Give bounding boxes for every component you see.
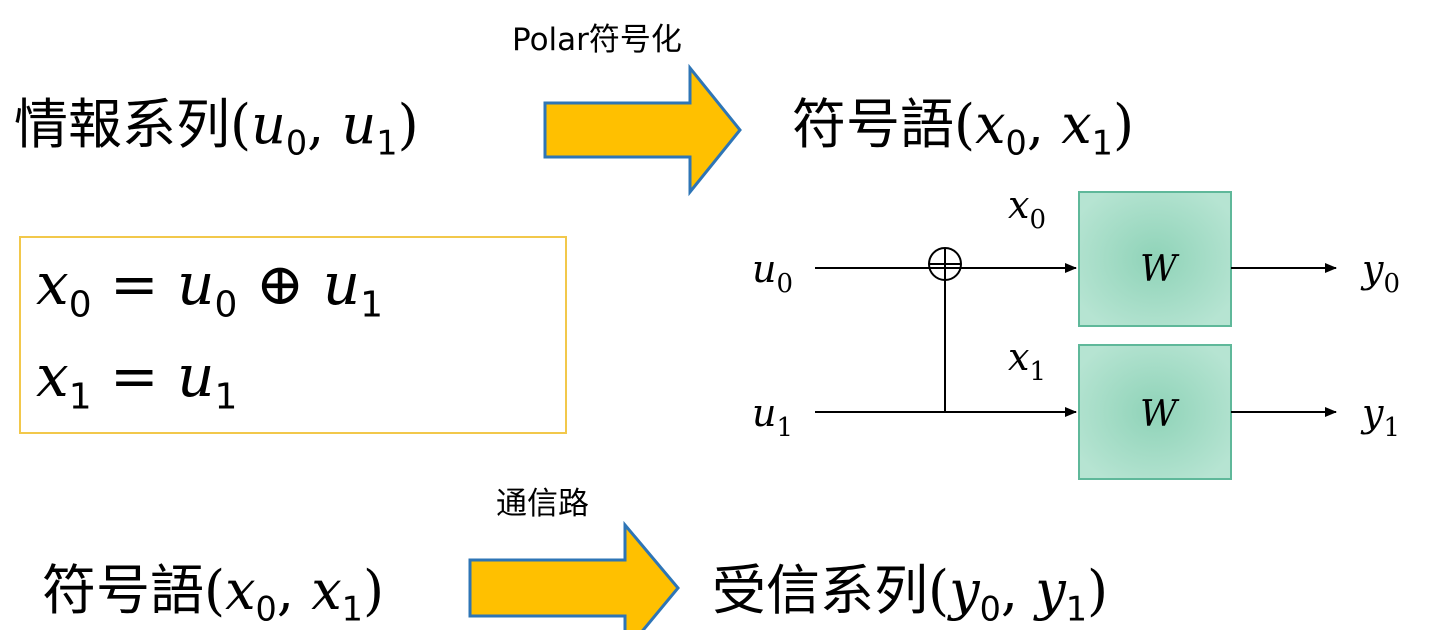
codeword: 符号語(x0, x1) [792, 93, 1135, 163]
output-y0-label: y0 [1360, 247, 1400, 299]
encoding-arrow [543, 63, 742, 197]
mid-x0-label: x0 [1008, 183, 1046, 235]
channel-arrow [468, 520, 680, 630]
channel-label: 通信路 [496, 486, 589, 522]
equation-1: x0 = u0 ⊕ u1 [36, 250, 384, 326]
channel-input: 符号語(x0, x1) [42, 559, 385, 629]
encoding-label: Polar符号化 [512, 22, 682, 58]
mid-x1-label: x1 [1008, 335, 1046, 387]
channel-w-label-1: W [1140, 394, 1180, 435]
source-sequence: 情報系列(u0, u1) [14, 93, 419, 163]
input-u1-label: u1 [752, 391, 793, 443]
received-sequence: 受信系列(y0, y1) [712, 559, 1109, 629]
channel-w-label-0: W [1140, 249, 1180, 290]
channel-box-0 [1078, 191, 1232, 327]
equation-box [19, 236, 567, 434]
output-y1-label: y1 [1360, 391, 1400, 443]
channel-box-1 [1078, 344, 1232, 480]
equation-2: x1 = u1 [36, 342, 238, 418]
input-u0-label: u0 [752, 247, 793, 299]
